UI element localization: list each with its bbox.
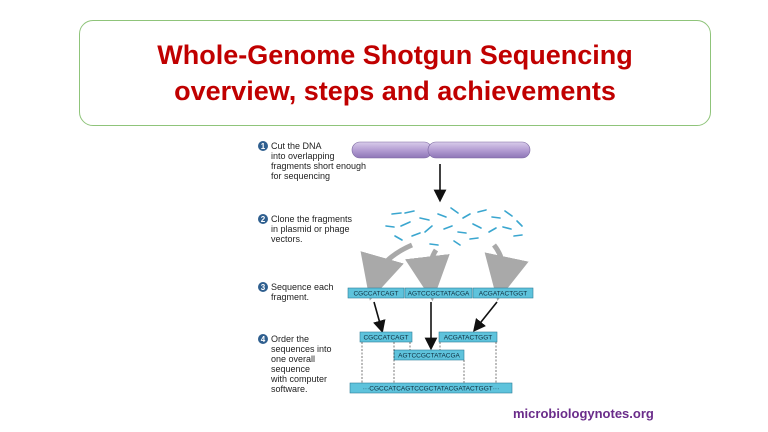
sequence-text: AGTCCGCTATACGA	[408, 291, 470, 298]
alignment-arrows	[373, 301, 498, 351]
step-number: 4	[261, 335, 266, 344]
step-4: 4 Order the sequences into one overall s…	[258, 334, 332, 394]
step-text-line: Cut the DNA	[271, 141, 322, 151]
step-text-line: sequences into	[271, 344, 332, 354]
chromosome-arm-left	[351, 141, 433, 159]
sequence-text: ACGATACTGGT	[444, 335, 493, 342]
title-line-2: overview, steps and achievements	[174, 76, 616, 106]
sequence-box	[472, 287, 534, 299]
step-text-line: one overall	[271, 354, 315, 364]
chromosome-arm-right	[427, 141, 531, 159]
step-text-line: sequence	[271, 364, 310, 374]
arrow-black-right	[473, 301, 498, 332]
sequence-box	[404, 287, 473, 299]
final-sequence: ···CGCCATCAGTCCGCTATACGATACTGGT···	[349, 382, 513, 394]
step-text-line: Order the	[271, 334, 309, 344]
step-text-line: in plasmid or phage	[271, 224, 350, 234]
sequence-text: CGCCATCAGT	[353, 291, 398, 298]
step-text-line: Clone the fragments	[271, 214, 353, 224]
gray-arrow-middle	[405, 248, 450, 302]
sequence-box	[347, 287, 405, 299]
title-box: Whole-Genome Shotgun Sequencing overview…	[79, 20, 711, 126]
step-text-line: vectors.	[271, 234, 303, 244]
title-line-1: Whole-Genome Shotgun Sequencing	[157, 40, 633, 70]
step-text-line: Sequence each	[271, 282, 334, 292]
sequence-box	[438, 331, 498, 343]
dna-fragments	[385, 207, 523, 246]
gray-arrow-right	[484, 243, 529, 302]
final-sequence-box	[349, 382, 513, 394]
sequence-text: ACGATACTGGT	[479, 291, 528, 298]
step-number: 3	[261, 283, 266, 292]
step-3: 3 Sequence each fragment.	[258, 282, 334, 302]
sequence-box	[359, 331, 413, 343]
step-1: 1 Cut the DNA into overlapping fragments…	[258, 141, 366, 181]
sequence-text: AGTCCGCTATACGA	[398, 353, 460, 360]
step-text-line: with computer	[270, 374, 327, 384]
step-text-line: software.	[271, 384, 308, 394]
site-credit: microbiologynotes.org	[513, 406, 654, 421]
step-2: 2 Clone the fragments in plasmid or phag…	[258, 214, 353, 244]
step-text-line: into overlapping	[271, 151, 335, 161]
step-number: 2	[261, 215, 266, 224]
connector-lines	[361, 342, 497, 383]
step-number-badge	[258, 141, 268, 151]
step-number-badge	[258, 334, 268, 344]
gray-arrows	[360, 242, 529, 302]
step-number-badge	[258, 214, 268, 224]
step-text-line: fragment.	[271, 292, 309, 302]
aligned-sequences: CGCCATCAGT ACGATACTGGT AGTCCGCTATACGA	[359, 331, 498, 361]
sequence-row: CGCCATCAGT AGTCCGCTATACGA ACGATACTGGT	[347, 287, 534, 299]
final-sequence-text: ···CGCCATCAGTCCGCTATACGATACTGGT···	[363, 386, 499, 393]
step-text-line: for sequencing	[271, 171, 330, 181]
sequence-text: CGCCATCAGT	[363, 335, 408, 342]
chromosome	[351, 141, 531, 159]
arrow-black-left	[373, 301, 386, 334]
gray-arrow-left	[360, 242, 414, 301]
sequence-box	[393, 349, 465, 361]
step-text-line: fragments short enough	[271, 161, 366, 171]
step-number-badge	[258, 282, 268, 292]
step-number: 1	[261, 142, 266, 151]
